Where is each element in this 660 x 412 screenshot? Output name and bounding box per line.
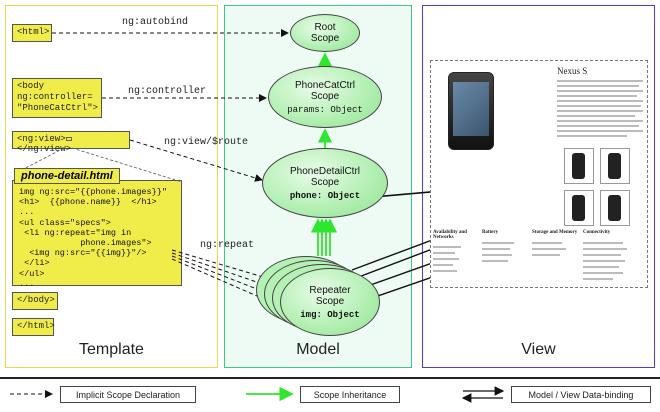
ngview-close-text: </ng:view>	[17, 144, 72, 154]
body-open-tag: <body ng:controller= "PhoneCatCtrl">	[12, 78, 102, 118]
phonecat-scope-prop: params: Object	[287, 104, 363, 115]
controller-label: ng:controller	[128, 86, 207, 97]
body-close-text: </body>	[17, 295, 55, 305]
thumbnail-image	[600, 190, 630, 226]
spec-header: Connectivity	[583, 230, 611, 235]
phonecat-scope-line2: Scope	[310, 90, 340, 102]
ngview-slot	[65, 137, 72, 141]
view-panel-title: View	[521, 341, 556, 358]
phone-name-heading: Nexus S	[557, 66, 588, 76]
legend-implicit-label: Implicit Scope Declaration	[60, 386, 196, 403]
legend-divider	[0, 377, 660, 379]
repeater-scope-prop: img: Object	[300, 309, 360, 320]
phonecat-scope: PhoneCatCtrl Scope params: Object	[268, 66, 382, 128]
phone-image	[448, 72, 494, 150]
body-open-text: <body ng:controller= "PhoneCatCtrl">	[17, 81, 99, 113]
repeater-scope: Repeater Scope img: Object	[280, 268, 380, 336]
root-scope-line2: Scope	[310, 33, 340, 44]
template-panel-title: Template	[79, 341, 144, 358]
thumbnail-image	[564, 190, 594, 226]
phonedetail-scope: PhoneDetailCtrl Scope phone: Object	[262, 148, 388, 218]
phonedetail-scope-line1: PhoneDetailCtrl	[289, 165, 361, 177]
html-close-text: </html>	[17, 321, 55, 331]
partial-title: phone-detail.html	[14, 168, 120, 184]
partial-code-block: img ng:src="{{phone.images}}" <h1> {{pho…	[12, 180, 182, 289]
ngview-tag: <ng:view></ng:view>	[12, 131, 130, 154]
ngview-open-text: <ng:view>	[17, 134, 66, 144]
view-route-label: ng:view/$route	[164, 137, 249, 148]
phonedetail-scope-line2: Scope	[310, 176, 340, 188]
html-close-tag: </html>	[12, 318, 55, 336]
legend-inheritance-label: Scope Inheritance	[300, 386, 400, 403]
spec-header: Battery	[482, 230, 499, 235]
legend-binding-label: Model / View Data-binding	[511, 386, 651, 403]
root-scope-line1: Root	[314, 22, 336, 33]
root-scope: Root Scope	[290, 14, 360, 52]
phonecat-scope-line1: PhoneCatCtrl	[294, 79, 356, 91]
html-open-text: <html>	[17, 27, 50, 37]
body-close-tag: </body>	[12, 292, 58, 310]
html-open-tag: <html>	[12, 24, 52, 42]
template-panel: Template	[5, 5, 218, 368]
model-panel-title: Model	[296, 341, 340, 358]
spec-header: Storage and Memory	[532, 230, 578, 235]
autobind-label: ng:autobind	[122, 17, 189, 28]
spec-header: Availability and Networks	[433, 230, 467, 240]
repeat-label: ng:repeat	[200, 240, 255, 251]
repeater-scope-line1: Repeater	[309, 284, 351, 296]
phonedetail-scope-prop: phone: Object	[289, 190, 361, 201]
thumbnail-image	[600, 148, 630, 184]
repeater-scope-line2: Scope	[315, 295, 345, 307]
thumbnail-image	[564, 148, 594, 184]
